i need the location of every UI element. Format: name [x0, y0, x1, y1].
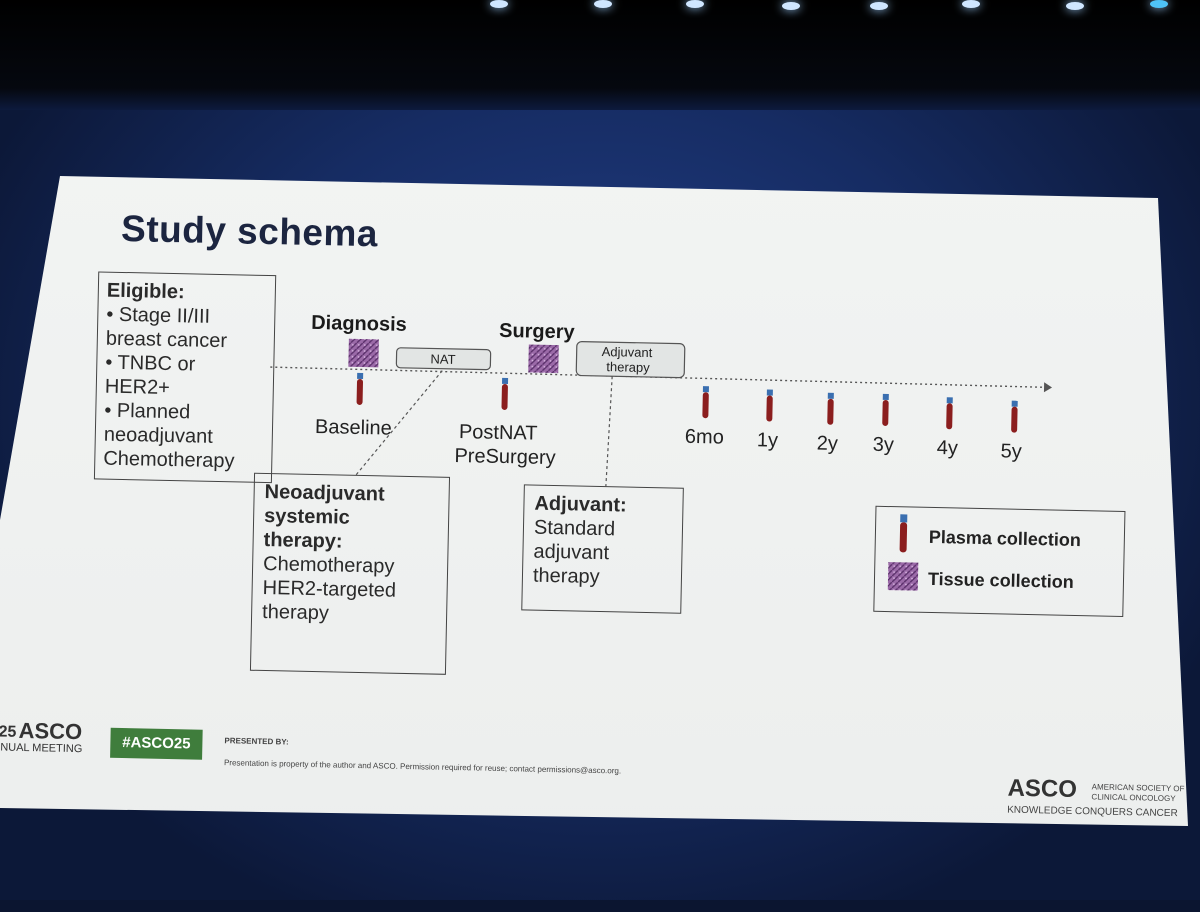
presented-by-label: PRESENTED BY:: [224, 736, 288, 746]
meeting-logo-name: NUAL MEETING: [0, 742, 82, 756]
plasma-tube-icon: [357, 373, 364, 405]
neoadjuvant-line: therapy: [262, 600, 436, 628]
plasma-tube-icon: [1011, 401, 1018, 433]
adjuvant-phase-label-2: therapy: [606, 359, 650, 375]
timepoint-4y: 4y: [936, 437, 958, 460]
legend-box: [873, 506, 1125, 617]
asco-logo-line2: CLINICAL ONCOLOGY: [1091, 792, 1175, 803]
timepoint-postnat: PostNAT: [459, 421, 538, 446]
plasma-tube-icon: [766, 389, 773, 421]
adjuvant-box: Adjuvant: Standard adjuvant therapy: [521, 484, 684, 613]
plasma-tube-icon: [882, 394, 889, 426]
neoadjuvant-heading: Neoadjuvant: [264, 480, 438, 508]
meeting-logo-year: 25: [0, 723, 17, 741]
adjuvant-phase-label-1: Adjuvant: [602, 344, 653, 360]
neoadjuvant-heading: therapy:: [263, 528, 437, 556]
adjuvant-connector: [606, 376, 612, 486]
neoadjuvant-box: Neoadjuvant systemic therapy: Chemothera…: [250, 473, 450, 675]
timepoint-5y: 5y: [1000, 440, 1022, 463]
plasma-tube-icon: [702, 386, 709, 418]
timeline-arrowhead-icon: [1044, 382, 1052, 392]
tissue-icon: [348, 339, 379, 368]
timepoint-baseline: Baseline: [315, 416, 392, 441]
nat-phase-label: NAT: [430, 351, 455, 367]
timepoint-6mo: 6mo: [685, 426, 724, 450]
neoadjuvant-line: HER2-targeted: [262, 576, 436, 604]
plasma-tube-icon: [946, 397, 953, 429]
timepoint-presurgery: PreSurgery: [454, 445, 556, 470]
adjuvant-line: therapy: [533, 564, 671, 591]
neoadjuvant-line: Chemotherapy: [263, 552, 437, 580]
legend-plasma-label: Plasma collection: [929, 527, 1081, 551]
adjuvant-line: Standard: [534, 516, 672, 543]
adjuvant-line: adjuvant: [533, 540, 671, 567]
timepoint-3y: 3y: [873, 434, 895, 457]
neoadjuvant-heading: systemic: [264, 504, 438, 532]
plasma-tube-icon: [501, 378, 508, 410]
tissue-icon: [528, 344, 559, 373]
legend-tissue-label: Tissue collection: [928, 569, 1074, 593]
hashtag-badge: #ASCO25: [110, 728, 203, 760]
adjuvant-heading: Adjuvant:: [534, 492, 672, 519]
timepoint-2y: 2y: [817, 433, 839, 456]
timepoint-1y: 1y: [757, 429, 779, 452]
asco-logo-brand: ASCO: [1007, 775, 1077, 804]
plasma-tube-icon: [827, 393, 834, 425]
